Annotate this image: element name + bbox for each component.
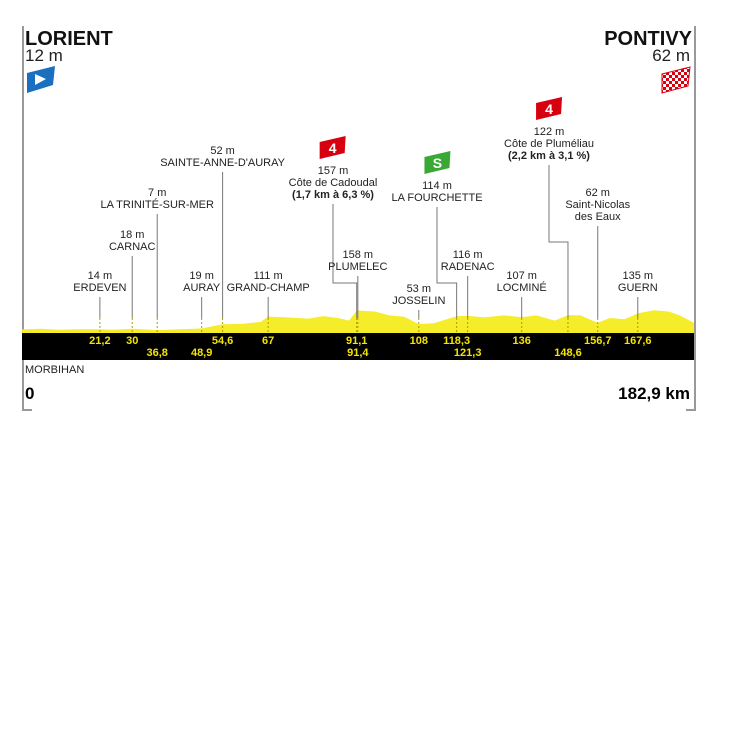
km-marker: 36,8: [146, 347, 168, 359]
landmark-name: Côte de Pluméliau: [504, 138, 594, 150]
landmark-leader: [436, 207, 458, 318]
climb-flag-icon: 4: [534, 96, 564, 125]
landmark-leader: [548, 165, 569, 318]
km-end: 182,9 km: [618, 384, 690, 403]
landmark-name: ERDEVEN: [73, 282, 127, 294]
landmark-altitude: 158 m: [342, 249, 374, 261]
flag-text: S: [432, 155, 441, 171]
landmark-name: LA FOURCHETTE: [391, 192, 483, 204]
left-frame: [22, 26, 32, 411]
km-marker: 67: [262, 335, 275, 347]
start-flag-icon: [27, 66, 55, 93]
km-marker: 148,6: [554, 347, 582, 359]
km-marker: 156,7: [583, 335, 612, 347]
km-marker: 30: [126, 335, 139, 347]
landmark-altitude: 122 m: [533, 126, 565, 138]
profile-chart: [22, 165, 694, 333]
sprint-flag-icon: S: [422, 150, 452, 179]
landmark-altitude: 116 m: [452, 249, 483, 261]
landmark-altitude: 7 m: [148, 187, 167, 199]
start-city: LORIENT: [25, 28, 113, 50]
landmark-altitude: 53 m: [406, 283, 432, 295]
landmark-name: RADENAC: [440, 261, 495, 273]
landmark-name: LOCMINÉ: [496, 282, 547, 294]
flag-text: 4: [329, 140, 337, 156]
right-frame: [686, 26, 696, 411]
km-start: 0: [25, 384, 35, 403]
finish-flag-icon: [661, 66, 691, 94]
landmark-altitude: 157 m: [317, 165, 349, 177]
landmark-altitude: 52 m: [210, 145, 235, 157]
climb-grade: (2,2 km à 3,1 %): [508, 150, 590, 162]
landmark-altitude: 62 m: [585, 187, 610, 199]
landmark-name: GRAND-CHAMP: [226, 282, 310, 294]
landmark-altitude: 135 m: [622, 270, 654, 282]
landmark-name: Côte de Cadoudal: [288, 177, 378, 189]
km-marker: 21,2: [89, 335, 111, 347]
km-marker: 167,6: [624, 335, 652, 347]
finish-city: PONTIVY: [604, 28, 692, 50]
km-band: [22, 333, 694, 360]
km-marker: 91,1: [345, 335, 368, 347]
km-marker: 108: [409, 335, 428, 347]
landmark-name: CARNAC: [108, 241, 156, 253]
landmark-name: JOSSELIN: [392, 295, 446, 307]
finish-altitude: 62 m: [652, 46, 690, 65]
km-marker: 48,9: [190, 347, 213, 359]
landmark-name: LA TRINITÉ-SUR-MER: [100, 199, 214, 211]
landmark-altitude: 111 m: [253, 270, 283, 282]
flag-text: 4: [545, 101, 553, 117]
landmark-name: AURAY: [183, 282, 221, 294]
landmark-altitude: 18 m: [119, 229, 145, 241]
climb-flag-icon: 4: [318, 135, 348, 164]
km-marker: 121,3: [453, 347, 482, 359]
landmark-name: Saint-Nicolas des Eaux: [565, 199, 631, 223]
km-marker: 91,4: [347, 347, 369, 359]
landmark-leader: [332, 204, 358, 318]
landmark-altitude: 19 m: [189, 270, 214, 282]
landmark-name: PLUMELEC: [328, 261, 388, 273]
start-altitude: 12 m: [25, 46, 63, 65]
climb-grade: (1,7 km à 6,3 %): [292, 189, 374, 201]
elevation-profile: [22, 310, 694, 333]
landmark-altitude: 114 m: [422, 180, 452, 192]
landmark-name: SAINTE-ANNE-D'AURAY: [160, 157, 285, 169]
km-marker: 136: [512, 335, 531, 347]
region-label: MORBIHAN: [25, 364, 85, 376]
km-marker: 118,3: [443, 335, 471, 347]
landmark-altitude: 14 m: [87, 270, 113, 282]
km-marker: 54,6: [211, 335, 234, 347]
landmark-name: GUERN: [617, 282, 658, 294]
landmark-altitude: 107 m: [506, 270, 537, 282]
